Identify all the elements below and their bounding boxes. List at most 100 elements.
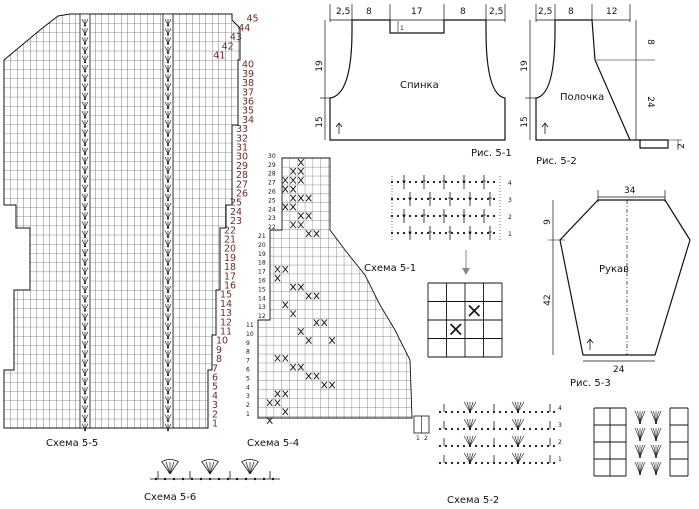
row-number: 31 xyxy=(236,143,248,154)
row-number: 2 xyxy=(558,439,562,446)
row-number: 29 xyxy=(236,161,248,172)
row-number: 1 xyxy=(558,456,562,463)
row-number: 1 xyxy=(246,411,250,418)
row-number: 21 xyxy=(224,235,236,246)
schema-5-4-row-numbers: 1234567891011121314151617181920212223242… xyxy=(246,153,276,418)
front-piece-name: Полочка xyxy=(560,92,604,103)
row-number: 23 xyxy=(230,216,242,227)
sleeve-piece-name: Рукав xyxy=(599,264,629,275)
front-dim-front-edge: 24 xyxy=(645,96,655,108)
row-number: 9 xyxy=(216,345,222,356)
row-number: 8 xyxy=(216,354,222,365)
row-number: 26 xyxy=(236,189,248,200)
row-number: 40 xyxy=(242,60,254,71)
row-number: 43 xyxy=(230,32,242,43)
row-number: 3 xyxy=(212,400,218,411)
figure-5-1-back: 2,5 8 17 8 2,5 1 19 15 Спинка Рис. 5-1 xyxy=(315,4,512,159)
row-number: 33 xyxy=(236,124,248,135)
sleeve-dim-bottom: 24 xyxy=(613,365,625,375)
figure-5-3-caption: Рис. 5-3 xyxy=(570,378,611,389)
row-number: 6 xyxy=(212,373,218,384)
row-number: 17 xyxy=(224,271,236,282)
back-dim-shoulder-left-edge: 2,5 xyxy=(336,7,350,17)
schema-5-2-title: Схема 5-2 xyxy=(447,495,499,506)
row-number: 8 xyxy=(246,349,250,356)
row-number: 12 xyxy=(258,313,266,320)
row-number: 2 xyxy=(508,214,512,221)
row-number: 10 xyxy=(216,336,228,347)
schema-5-5-chart xyxy=(3,13,241,432)
back-piece-name: Спинка xyxy=(400,80,439,91)
row-number: 22 xyxy=(224,225,236,236)
row-number: 30 xyxy=(268,153,276,160)
row-number: 36 xyxy=(242,97,254,108)
row-number: 15 xyxy=(258,286,266,293)
row-number: 28 xyxy=(268,171,276,178)
schema-5-1-title: Схема 5-1 xyxy=(364,263,416,274)
row-number: 16 xyxy=(224,281,236,292)
front-dim-edge: 2,5 xyxy=(538,7,552,17)
row-number: 29 xyxy=(268,162,276,169)
figure-5-2-caption: Рис. 5-2 xyxy=(536,156,577,167)
row-number: 5 xyxy=(212,382,218,393)
row-number: 1 xyxy=(212,419,218,430)
row-number: 14 xyxy=(220,299,232,310)
row-number: 19 xyxy=(258,251,266,258)
row-number: 25 xyxy=(230,198,242,209)
row-number: 37 xyxy=(242,87,254,98)
row-number: 16 xyxy=(258,278,266,285)
row-number: 2 xyxy=(212,409,218,420)
back-dim-neck-depth: 1 xyxy=(400,25,404,32)
sleeve-dim-top: 34 xyxy=(624,186,636,196)
schema-5-4-title: Схема 5-4 xyxy=(247,438,299,449)
row-number: 24 xyxy=(268,206,276,213)
back-dim-shoulder-right: 8 xyxy=(460,7,466,17)
front-dim-body-height: 15 xyxy=(520,116,530,127)
row-number: 10 xyxy=(246,331,254,338)
row-number: 15 xyxy=(220,290,232,301)
row-number: 11 xyxy=(246,322,254,329)
row-number: 14 xyxy=(258,295,266,302)
row-number: 35 xyxy=(242,106,254,117)
figure-5-2-front: 2,5 8 12 19 15 8 24 2 Полочка Рис. 5-2 xyxy=(520,4,687,167)
row-number: 3 xyxy=(508,197,512,204)
back-dim-body-height: 15 xyxy=(315,116,325,127)
row-number: 42 xyxy=(222,41,234,52)
row-number: 28 xyxy=(236,170,248,181)
schema-5-4-cross-stitches xyxy=(266,158,336,425)
schema-5-6-title: Схема 5-6 xyxy=(144,492,196,503)
row-number: 27 xyxy=(268,180,276,187)
figure-5-1-caption: Рис. 5-1 xyxy=(471,148,512,159)
row-number: 24 xyxy=(230,207,242,218)
row-number: 13 xyxy=(258,304,266,311)
row-number: 26 xyxy=(268,189,276,196)
sleeve-dim-cap-height: 9 xyxy=(543,219,553,225)
figure-5-3-sleeve: 34 9 42 24 Рукав Рис. 5-3 xyxy=(543,186,691,389)
back-dim-shoulder-left: 8 xyxy=(366,7,372,17)
row-number: 17 xyxy=(258,269,266,276)
front-dim-band: 2 xyxy=(677,143,687,149)
front-dim-neck-depth: 8 xyxy=(645,39,655,45)
row-number: 23 xyxy=(268,215,276,222)
front-dim-shoulder: 8 xyxy=(568,7,574,17)
repeat-number-2: 2 xyxy=(424,435,428,442)
row-number: 11 xyxy=(220,327,232,338)
row-number: 4 xyxy=(212,391,218,402)
sleeve-dim-length: 42 xyxy=(543,294,553,305)
fan-stitch-columns xyxy=(81,18,172,432)
row-number: 20 xyxy=(224,244,236,255)
row-number: 6 xyxy=(246,367,250,374)
row-number: 4 xyxy=(508,180,512,187)
back-dim-shoulder-right-edge: 2,5 xyxy=(489,7,503,17)
schema-5-5-row-numbers: 1234567891011121314151617181920212223242… xyxy=(212,14,259,430)
row-number: 9 xyxy=(246,340,250,347)
schema-5-4-chart: 1 2 xyxy=(257,157,430,442)
row-number: 38 xyxy=(242,78,254,89)
row-number: 34 xyxy=(242,115,254,126)
front-dim-neck: 12 xyxy=(606,7,617,17)
back-dim-armhole-height: 19 xyxy=(315,60,325,72)
